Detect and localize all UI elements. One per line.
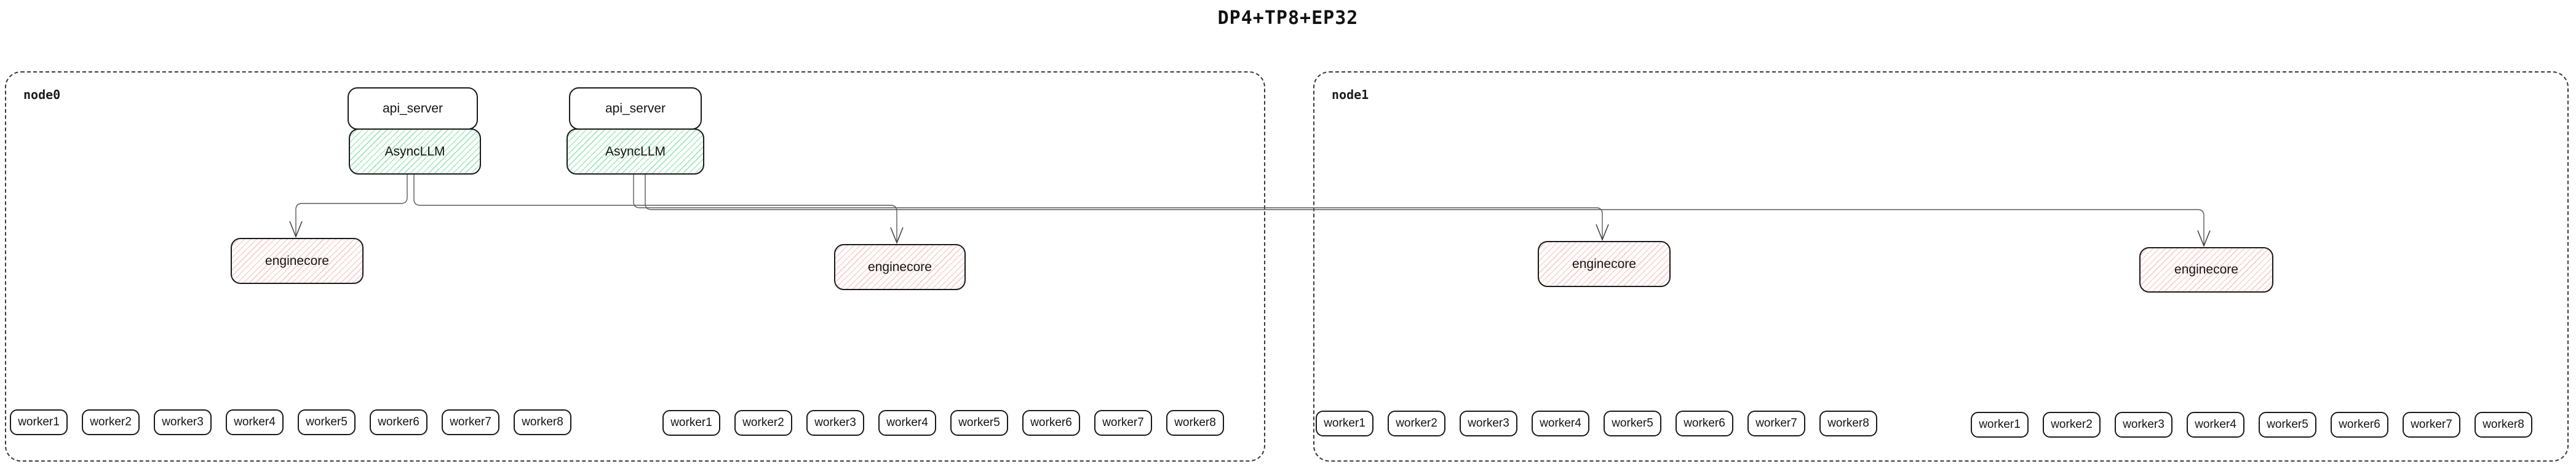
node1-container [1313,71,2569,462]
worker-box: worker4 [1532,411,1589,436]
worker-box: worker4 [2187,412,2244,438]
worker-box: worker7 [442,409,499,435]
worker-box: worker1 [1316,411,1373,436]
worker-box: worker1 [662,410,720,436]
api-server-1-label: api_server [382,101,443,116]
worker-box: worker6 [1022,410,1080,436]
worker-group-2: worker1 worker2 worker3 worker4 worker5 … [662,410,1224,436]
asyncllm-1-label: AsyncLLM [384,144,445,159]
worker-box: worker6 [370,409,427,435]
worker-box: worker5 [950,410,1008,436]
worker-box: worker4 [226,409,284,435]
node0-container [5,71,1265,462]
worker-box: worker3 [806,410,864,436]
worker-group-4: worker1 worker2 worker3 worker4 worker5 … [1971,412,2532,438]
worker-box: worker3 [1460,411,1517,436]
api-server-1-box: api_server [348,87,478,130]
worker-box: worker2 [1388,411,1445,436]
node0-label: node0 [23,87,61,102]
worker-box: worker8 [1166,410,1224,436]
worker-box: worker3 [2115,412,2173,438]
worker-box: worker1 [1971,412,2029,438]
worker-box: worker2 [734,410,792,436]
worker-box: worker3 [154,409,212,435]
enginecore-2-label: enginecore [868,259,932,274]
enginecore-4-box: enginecore [2139,247,2273,293]
worker-box: worker5 [2259,412,2316,438]
worker-group-3: worker1 worker2 worker3 worker4 worker5 … [1316,411,1877,436]
worker-box: worker7 [1747,411,1805,436]
api-server-2-label: api_server [605,101,666,116]
worker-box: worker8 [1819,411,1877,436]
enginecore-1-label: enginecore [265,253,329,268]
worker-box: worker6 [2331,412,2388,438]
enginecore-3-label: enginecore [1572,256,1636,271]
worker-box: worker8 [2475,412,2532,438]
node1-label: node1 [1332,87,1369,102]
enginecore-1-box: enginecore [231,238,364,284]
asyncllm-1-box: AsyncLLM [349,128,481,175]
worker-box: worker5 [298,409,356,435]
worker-group-1: worker1 worker2 worker3 worker4 worker5 … [10,409,571,435]
worker-box: worker8 [514,409,571,435]
api-server-2-box: api_server [569,87,702,130]
worker-box: worker2 [2043,412,2101,438]
worker-box: worker6 [1676,411,1733,436]
asyncllm-2-label: AsyncLLM [605,144,666,159]
diagram-title: DP4+TP8+EP32 [1217,7,1359,29]
enginecore-3-box: enginecore [1538,241,1671,287]
enginecore-2-box: enginecore [834,244,966,290]
worker-box: worker5 [1604,411,1661,436]
enginecore-4-label: enginecore [2174,262,2238,277]
worker-box: worker7 [2403,412,2460,438]
worker-box: worker7 [1094,410,1152,436]
worker-box: worker1 [10,409,68,435]
worker-box: worker4 [878,410,936,436]
asyncllm-2-box: AsyncLLM [566,128,704,175]
worker-box: worker2 [82,409,140,435]
